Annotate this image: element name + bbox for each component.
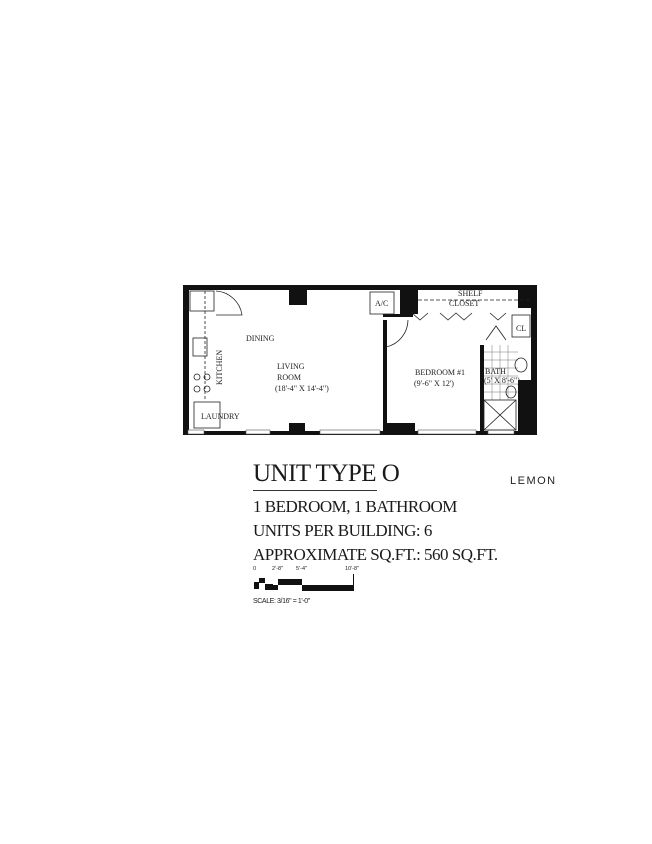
shelf-label: SHELF xyxy=(458,289,483,298)
bath-label: BATH xyxy=(485,367,506,376)
scale-note: SCALE: 3/16" = 1'-0" xyxy=(253,598,310,605)
cl-label: CL xyxy=(516,324,526,333)
brand-logo: LEMON xyxy=(510,475,557,487)
bath-dimensions: (5' X 8'-6") xyxy=(484,376,520,385)
scale-bar xyxy=(254,574,354,591)
living-dimensions: (18'-4" X 14'-4") xyxy=(275,384,329,393)
living-label-2: ROOM xyxy=(277,373,301,382)
closet-label: CLOSET xyxy=(449,299,479,308)
approximate-sqft: APPROXIMATE SQ.FT.: 560 SQ.FT. xyxy=(253,545,498,564)
laundry-label: LAUNDRY xyxy=(201,412,240,421)
room-labels: DINING LIVING ROOM (18'-4" X 14'-4") KIT… xyxy=(201,289,526,421)
bedroom-dimensions: (9'-6" X 12') xyxy=(414,379,454,388)
fixtures xyxy=(189,290,531,431)
living-label-1: LIVING xyxy=(277,362,305,371)
kitchen-label: KITCHEN xyxy=(215,350,224,385)
scale-tick-2: 5'-4" xyxy=(296,566,307,572)
windows xyxy=(187,429,515,435)
title-underline xyxy=(253,490,377,491)
bedroom-label: BEDROOM #1 xyxy=(415,368,465,377)
units-per-building: UNITS PER BUILDING: 6 xyxy=(253,521,432,540)
unit-title: UNIT TYPE O xyxy=(253,460,400,487)
scale-tick-1: 2'-8" xyxy=(272,566,283,572)
scale-tick-0: 0 xyxy=(253,566,257,572)
scale-tick-3: 10'-8" xyxy=(345,566,360,572)
ac-label: A/C xyxy=(375,299,388,308)
bedroom-bathroom-count: 1 BEDROOM, 1 BATHROOM xyxy=(253,497,457,516)
dining-label: DINING xyxy=(246,334,275,343)
